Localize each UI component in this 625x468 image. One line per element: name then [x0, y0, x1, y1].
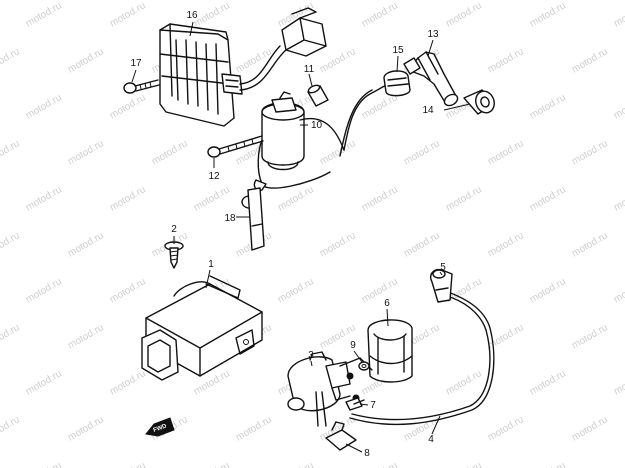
ignition-coil: [253, 83, 389, 192]
callout-2: 2: [171, 224, 177, 235]
bolt-17: [123, 79, 160, 94]
callout-7: 7: [370, 400, 376, 411]
lead-wire: [349, 291, 495, 426]
callout-14: 14: [422, 105, 434, 116]
cap-11: [307, 84, 329, 107]
callout-6: 6: [384, 298, 390, 309]
callout-10: 10: [311, 120, 323, 131]
nut-9: [358, 361, 370, 371]
callout-13: 13: [427, 29, 439, 40]
screw-2: [164, 241, 184, 269]
leader-lines: [131, 21, 471, 453]
cdi-unit: [141, 275, 263, 381]
callout-9: 9: [350, 340, 356, 351]
callout-11: 11: [304, 64, 315, 75]
callout-1: 1: [208, 259, 214, 270]
callouts: 16 17 11 10 12 15 13 14 18 2 1 6 3 9 5 7…: [130, 10, 446, 459]
bolt-7: [345, 397, 365, 411]
callout-12: 12: [208, 171, 220, 182]
callout-4: 4: [428, 434, 434, 445]
boot-15: [383, 70, 411, 97]
callout-3: 3: [308, 350, 314, 361]
spark-plug-cap: [403, 51, 459, 107]
fwd-marker: FWD: [145, 417, 175, 437]
callout-5: 5: [440, 262, 446, 273]
callout-17: 17: [130, 58, 142, 69]
bolt-12: [207, 135, 264, 158]
clamp-18: [241, 187, 265, 251]
callout-8: 8: [364, 448, 370, 459]
cap-14: [463, 89, 495, 115]
bracket-8: [325, 421, 357, 451]
regulator-rectifier: [159, 7, 327, 127]
callout-15: 15: [392, 45, 404, 56]
callout-16: 16: [186, 10, 198, 21]
terminal-cap-5: [430, 268, 453, 303]
fwd-label: FWD: [153, 423, 169, 434]
starter-relay: [287, 351, 373, 427]
cover-6: [367, 319, 413, 383]
callout-18: 18: [224, 213, 236, 224]
